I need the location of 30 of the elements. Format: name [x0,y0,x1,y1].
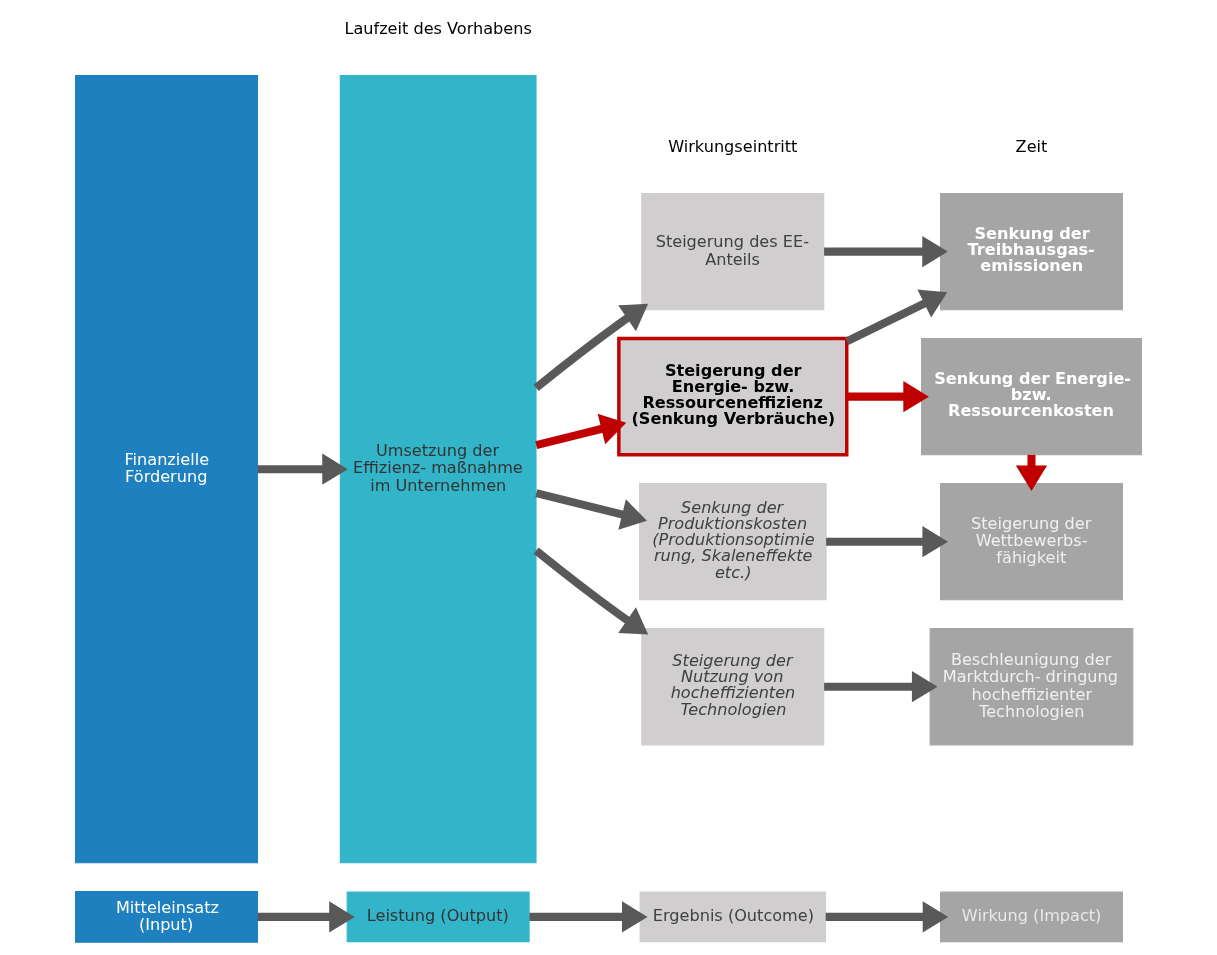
node-box: Ergebnis (Outcome) [639,891,827,943]
label: Wirkungseintritt [668,137,798,157]
node-box: Wirkung (Impact) [939,891,1123,943]
node-box: Senkung der Produktionskosten (Produktionsoptimie rung, Skaleneffekte etc.) [639,482,827,601]
node-box: Steigerung der Wettbewerbs- fähigkeit [939,482,1123,601]
node-box: Steigerung des EE-Anteils [641,192,825,311]
node-box: Umsetzung der Effizienz- maßnahme im Unternehmen [339,74,537,864]
arrow [846,381,929,413]
node-box: Steigerung der Energie- bzw. Ressourceneffizienz (Senkung Verbräuche) [617,336,849,457]
node-box: Finanzielle Förderung [75,74,259,864]
node-box: Senkung der Treibhausgas- emissionen [939,192,1123,311]
arrow [824,235,948,268]
node-box: Mitteleinsatz (Input) [75,891,259,943]
arrow [533,303,649,391]
node-box: Beschleunigung der Marktdurch- dringung hocheffizienter Technologien [929,628,1134,746]
node-box: Steigerung der Nutzung von hocheffizienten Technologien [641,628,825,746]
arrow [529,901,648,933]
arrow [535,413,627,450]
arrow [257,453,348,485]
arrow [257,901,355,933]
arrow [533,547,649,635]
node-box: Leistung (Output) [346,891,530,943]
arrow [535,489,647,530]
arrow [825,901,949,933]
node-box: Senkung der Energie- bzw. Ressourcenkosten [921,337,1142,456]
arrow [824,671,938,703]
arrow [826,526,948,558]
arrow [845,289,948,346]
label: Zeit [1015,137,1048,157]
label: Laufzeit des Vorhabens [344,18,532,38]
